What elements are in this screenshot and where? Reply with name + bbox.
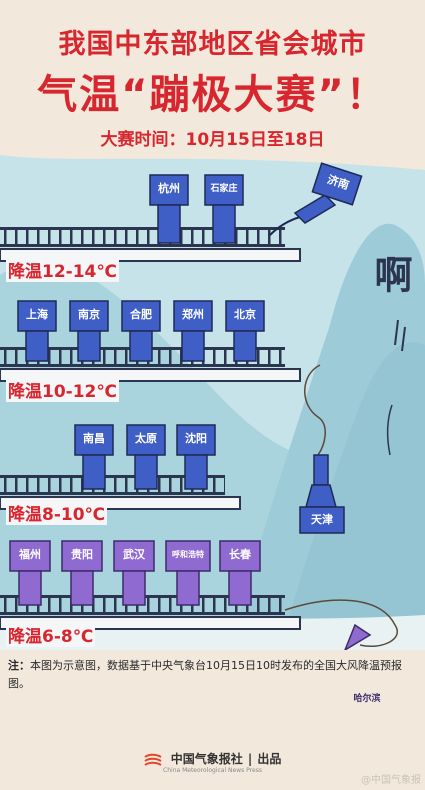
city-nanchang: 南昌 [83,432,105,445]
city-figures-tier-4 [9,540,261,606]
city-hangzhou: 杭州 [158,182,180,195]
shout-text: 啊 [368,255,412,293]
platform-tier-1 [0,227,301,262]
city-hefei: 合肥 [130,308,152,321]
publisher-name-en: China Meteorological News Press [163,767,262,774]
city-wuhan: 武汉 [123,548,145,561]
footnote-text: 本图为示意图，数据基于中央气象台10月15日10时发布的全国大风降温预报图。 [8,659,402,690]
city-fuzhou: 福州 [19,548,41,561]
jumper-jinan [269,162,363,236]
city-shijiazhuang: 石家庄 [210,184,238,194]
publisher-name: 中国气象报社 [170,752,243,766]
platforms [0,162,406,650]
city-nanjing: 南京 [78,308,100,321]
city-hohhot: 呼和浩特 [172,550,204,559]
date-label: 大赛时间： [100,130,186,150]
watermark: @中国气象报 [361,775,421,786]
city-tianjin: 天津 [311,513,333,526]
title-line-1: 我国中东部地区省会城市 [58,29,367,60]
city-shenyang: 沈阳 [185,432,207,445]
city-figures-tier-3 [74,424,216,490]
motion-lines [386,319,406,456]
city-zhengzhou: 郑州 [182,308,204,321]
city-shanghai: 上海 [26,308,48,321]
footnote-prefix: 注： [8,659,30,672]
tier-3-label: 降温8-10℃ [6,500,108,525]
city-figures-tier-1 [149,174,244,244]
footnote: 注：本图为示意图，数据基于中央气象台10月15日10时发布的全国大风降温预报图。 [8,657,408,693]
city-changchun: 长春 [229,548,251,561]
date-range: 大赛时间：10月15日至18日 [0,125,425,150]
jumper-tianjin [299,364,345,534]
tier-4-label: 降温6-8℃ [6,622,96,647]
city-figures-tier-2 [17,300,265,362]
tier-1-label: 降温12-14℃ [6,257,119,282]
city-guiyang: 贵阳 [71,548,93,561]
publisher-suffix: 出品 [257,752,282,766]
tier-2-label: 降温10-12℃ [6,377,119,402]
city-taiyuan: 太原 [135,432,157,445]
publisher-divider: | [247,752,253,766]
title-line-2: 气温“蹦极大赛”！ [37,72,388,118]
city-harbin: 哈尔滨 [353,694,381,704]
publisher-footer: 中国气象报社 | 出品 China Meteorological News Pr… [0,748,425,774]
date-value: 10月15日至18日 [185,130,325,150]
city-beijing: 北京 [234,308,256,321]
jumper-harbin [284,599,398,650]
publisher-logo-icon [144,752,162,766]
